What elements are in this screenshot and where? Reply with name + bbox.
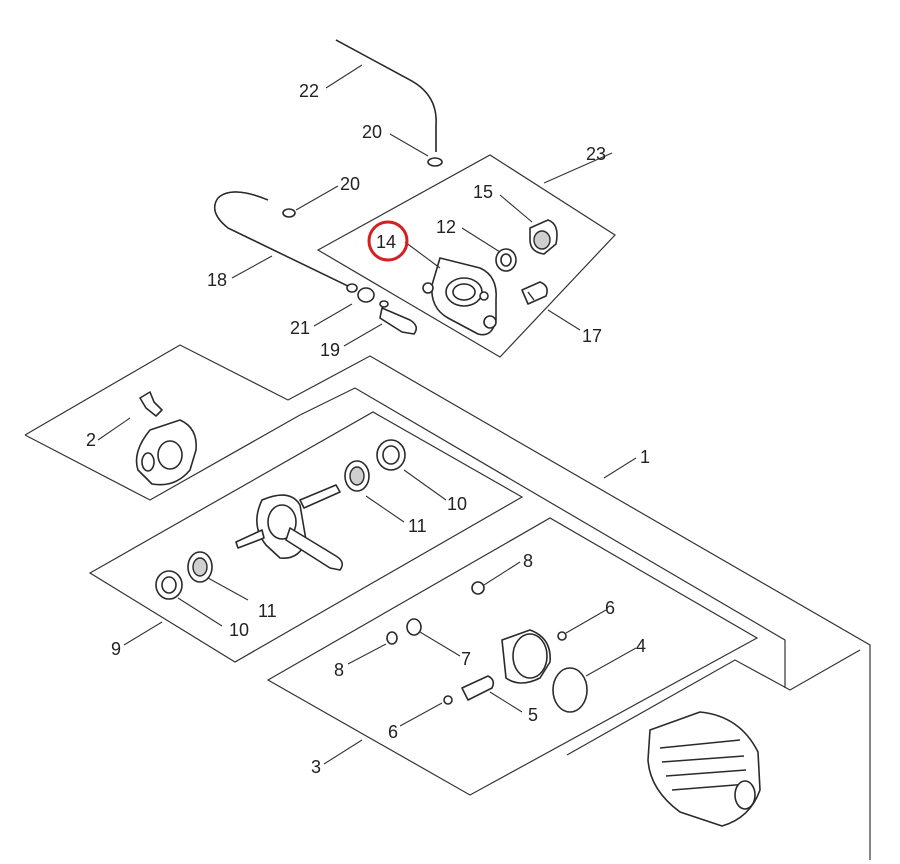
leader-lines — [97, 64, 637, 765]
callout-21: 21 — [290, 318, 310, 338]
fuel-hose-22 — [335, 39, 437, 152]
callout-5: 5 — [528, 705, 538, 725]
callout-11-right: 11 — [408, 516, 427, 536]
piston-pin-5 — [461, 675, 495, 701]
panel-link-1 — [299, 387, 786, 688]
hose-end — [346, 283, 358, 293]
callout-10-left: 10 — [229, 620, 249, 640]
callout-18: 18 — [207, 270, 227, 290]
callout-15: 15 — [473, 182, 493, 202]
callout-8-upper: 8 — [523, 551, 533, 571]
callout-20-upper: 20 — [362, 122, 382, 142]
callout-6-lower: 6 — [388, 722, 398, 742]
oil-hose-18 — [214, 191, 353, 289]
callout-11-left: 11 — [258, 601, 277, 621]
callout-9: 9 — [111, 639, 121, 659]
callout-14: 14 — [376, 232, 396, 252]
adjust-screw-17 — [521, 281, 548, 305]
circlip-6-upper — [557, 631, 567, 641]
screw-2 — [139, 391, 163, 417]
callout-8-lower: 8 — [334, 660, 344, 680]
callout-19: 19 — [320, 340, 340, 360]
hose-clip-20-lower — [282, 208, 296, 218]
callout-10-right: 10 — [447, 494, 467, 514]
callout-2: 2 — [86, 430, 96, 450]
hose-clip-20-upper — [427, 157, 443, 167]
highlight-circle — [367, 220, 409, 262]
crankcase-panel-outline — [24, 344, 871, 860]
callout-3: 3 — [311, 757, 321, 777]
connecting-rod — [285, 527, 344, 571]
circlip-6-lower — [443, 695, 453, 705]
callout-4: 4 — [636, 636, 646, 656]
callout-1: 1 — [640, 447, 650, 467]
callout-12: 12 — [436, 217, 456, 237]
crankcase-panel-left — [24, 414, 301, 501]
cylinder-panel — [566, 649, 861, 756]
callout-7: 7 — [461, 649, 471, 669]
callout-22: 22 — [299, 81, 319, 101]
callout-23: 23 — [586, 144, 606, 164]
callout-17: 17 — [582, 326, 602, 346]
washer-8-upper — [471, 581, 485, 595]
filter-19 — [379, 307, 418, 335]
grommet-21 — [357, 287, 375, 303]
crankshaft-panel — [88, 411, 524, 663]
callout-6-upper: 6 — [605, 598, 615, 618]
piston-ring — [552, 667, 588, 713]
needle-bearing-7 — [406, 618, 422, 636]
washer-8-lower — [386, 631, 398, 645]
oil-pump-assembly-panel — [316, 154, 616, 358]
piston-panel — [266, 517, 759, 796]
callout-20-lower: 20 — [340, 174, 360, 194]
